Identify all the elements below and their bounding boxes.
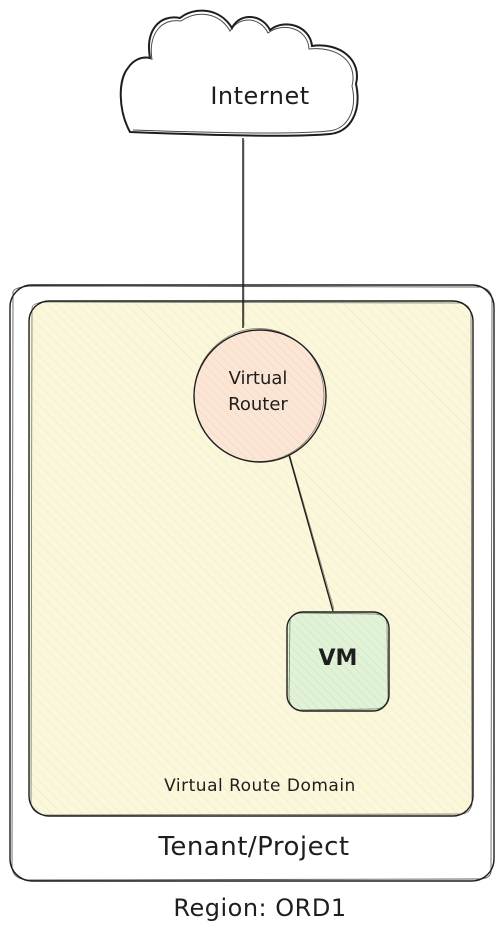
router-label-line2: Router xyxy=(228,394,288,415)
router-label-line1: Virtual xyxy=(228,368,288,389)
vm-node xyxy=(286,611,390,712)
internet-label: Internet xyxy=(210,82,310,110)
virtual-route-domain-label: Virtual Route Domain xyxy=(164,776,356,796)
tenant-project-label: Tenant/Project xyxy=(158,832,350,862)
region-label: Region: ORD1 xyxy=(173,894,347,922)
connector-internet-router xyxy=(242,138,245,328)
internet-cloud xyxy=(119,9,359,137)
connector-router-vm xyxy=(288,454,335,612)
virtual-router-node xyxy=(193,328,327,463)
vm-label: VM xyxy=(318,646,358,671)
